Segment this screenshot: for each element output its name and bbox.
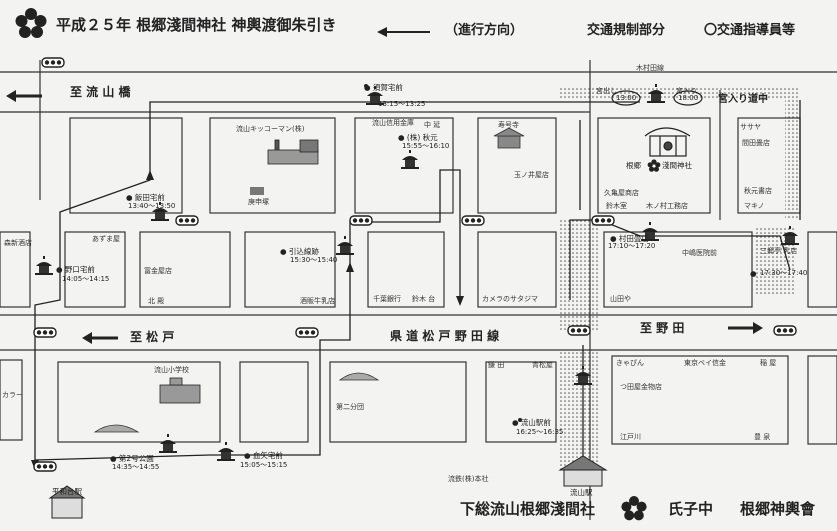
place-kitsune: 鈴木室 bbox=[606, 202, 627, 210]
place-akimoto-shoten: 秋元書店 bbox=[744, 187, 772, 195]
stop-chiya: ● 血矢宅前 bbox=[244, 451, 283, 460]
stop-akimoto-time: 15:55～16:10 bbox=[402, 142, 450, 150]
place-sanri: 三郷亭 乳店 bbox=[760, 247, 798, 255]
traffic-signals bbox=[33, 57, 797, 472]
place-kinoshita: 木ノ村工務店 bbox=[646, 202, 688, 210]
place-kikkoman: 流山キッコーマン(株) bbox=[236, 125, 305, 133]
place-honten: 稲 屋 bbox=[760, 359, 777, 367]
road-label-noda: 至 野 田 bbox=[640, 321, 685, 335]
place-koudai: 鈴木 台 bbox=[412, 295, 436, 303]
procession-route bbox=[34, 100, 801, 470]
stop-park2-time: 14:35～14:55 bbox=[112, 463, 160, 471]
time-highlight-circles bbox=[611, 90, 703, 106]
koshin-marker bbox=[250, 187, 264, 195]
place-camera: カメラのサタジマ bbox=[482, 295, 538, 303]
guide-legend: 〇交通指導員等 bbox=[704, 23, 796, 38]
stop-station: ● 流山駅前 bbox=[512, 418, 551, 427]
place-tsuchidaya: つ田屋金物店 bbox=[620, 383, 662, 391]
stop-suga: ● 須賀宅前 bbox=[364, 83, 403, 92]
stop-park2: ● 第2号公園 bbox=[110, 454, 154, 463]
shrine-name-2: 淺間神社 bbox=[662, 161, 692, 170]
place-shimomatsu: 青松屋 bbox=[532, 361, 553, 369]
road-label-matsudo: 至 松 戸 bbox=[130, 330, 175, 344]
place-kuki: 久亀屋商店 bbox=[604, 189, 639, 197]
factory-icon bbox=[267, 139, 319, 165]
place-sake-gyu: 酒販牛乳店 bbox=[300, 297, 335, 305]
place-mamada: 間田畳店 bbox=[742, 139, 770, 147]
place-kiyuniya: きゃぴん bbox=[616, 359, 644, 367]
stop-iida-time: 13:40～13:50 bbox=[128, 202, 176, 210]
stop-noguchi: ● 野口宅前 bbox=[56, 265, 95, 274]
place-tokyo-bell: 東京ベイ信金 bbox=[684, 359, 726, 367]
park-icon bbox=[93, 372, 380, 433]
return-label: 宮入り bbox=[676, 87, 697, 95]
station-icon bbox=[48, 455, 608, 519]
place-azumaya: あずま屋 bbox=[92, 235, 120, 243]
road-label-miyairi: 宮入り道中 bbox=[718, 94, 768, 105]
footer-assoc: 根郷神輿會 bbox=[740, 500, 816, 518]
place-school: 流山小学校 bbox=[154, 366, 189, 374]
place-yamaya: 山田や bbox=[610, 295, 631, 303]
bullet-dots bbox=[364, 84, 522, 422]
place-sasaya: ササヤ bbox=[740, 123, 761, 131]
stop-marker: ● bbox=[750, 269, 757, 278]
place-morishin: 森新酒店 bbox=[4, 239, 32, 247]
place-chiba-bank: 千葉銀行 bbox=[373, 295, 401, 303]
page-title: 平成２５年 根郷淺間神社 神輿渡御朱引き bbox=[56, 16, 337, 34]
place-makino: マキノ bbox=[744, 202, 765, 210]
place-kitaoka: 北 殿 bbox=[148, 297, 165, 305]
place-nagareyama-station: 流山駅 bbox=[570, 488, 593, 497]
stop-noguchi-time: 14:05～14:15 bbox=[62, 275, 110, 283]
road-label-nagareyama-bridge: 至 流 山 橋 bbox=[70, 85, 131, 99]
stop-hikikomi: ● 引込線跡 bbox=[280, 247, 319, 256]
shrine-icon bbox=[644, 127, 691, 157]
stop-akimoto: ● (株) 秋元 bbox=[398, 133, 438, 142]
stop-suga-time: 13:15～13:25 bbox=[378, 100, 426, 108]
footer-org: 下総流山根郷淺間社 bbox=[460, 500, 596, 518]
route-arrowheads bbox=[31, 170, 464, 470]
traffic-control-legend: 交通規制部分 bbox=[587, 23, 666, 38]
stop-murata-time: 17:10～17:20 bbox=[608, 242, 656, 250]
place-edogawa: 江戸川 bbox=[620, 433, 641, 441]
place-tamanoiya: 玉ノ井屋店 bbox=[514, 171, 549, 179]
direction-arrows bbox=[6, 27, 763, 344]
place-kamiya: 鎌 田 bbox=[488, 361, 505, 369]
road-label-prefectural: 県 道 松 戸 野 田 線 bbox=[390, 329, 500, 343]
stop-iida: ● 飯田宅前 bbox=[126, 193, 165, 202]
stop-chiya-time: 15:05～15:15 bbox=[240, 461, 288, 469]
sakura-icon bbox=[15, 8, 661, 521]
return-time: 18:00 bbox=[678, 94, 699, 102]
temple-icon bbox=[493, 127, 525, 149]
shrine-name: 根郷 bbox=[626, 161, 641, 170]
traffic-control-zones bbox=[560, 88, 800, 470]
stop-murata: ● 村田畳店 bbox=[610, 234, 649, 243]
depart-time: 13:00 bbox=[616, 94, 637, 102]
place-hiwadai-station: 平和台駅 bbox=[52, 487, 82, 496]
footer-ujiko: 氏子中 bbox=[668, 500, 714, 518]
school-icon bbox=[159, 377, 201, 404]
place-toyo: 豊 泉 bbox=[754, 433, 771, 441]
place-bank: 流山信用金庫 bbox=[372, 119, 414, 127]
place-kariha: カラー bbox=[2, 391, 23, 399]
place-nakagami: 中 延 bbox=[424, 121, 441, 129]
direction-label: （進行方向） bbox=[445, 23, 524, 38]
place-nakamura: 中嶋医院前 bbox=[682, 249, 717, 257]
place-daini: 第二分団 bbox=[336, 403, 364, 411]
place-kanetoku: 冨金屋店 bbox=[144, 267, 172, 275]
place-ryutsu: 流鉄(株)本社 bbox=[448, 475, 489, 483]
stop-station-time: 16:25～16:35 bbox=[516, 428, 564, 436]
depart-label: 宮出し bbox=[596, 87, 617, 95]
city-blocks bbox=[0, 117, 837, 445]
place-koshin: 庚申塚 bbox=[248, 198, 269, 206]
stop-hikikomi-time: 15:30～15:40 bbox=[290, 256, 338, 264]
stop-1730-time: 17:30～17:40 bbox=[760, 269, 808, 277]
place-jukoji: 寿号寺 bbox=[498, 121, 519, 129]
road-label-kimura: 木村田線 bbox=[636, 64, 664, 72]
